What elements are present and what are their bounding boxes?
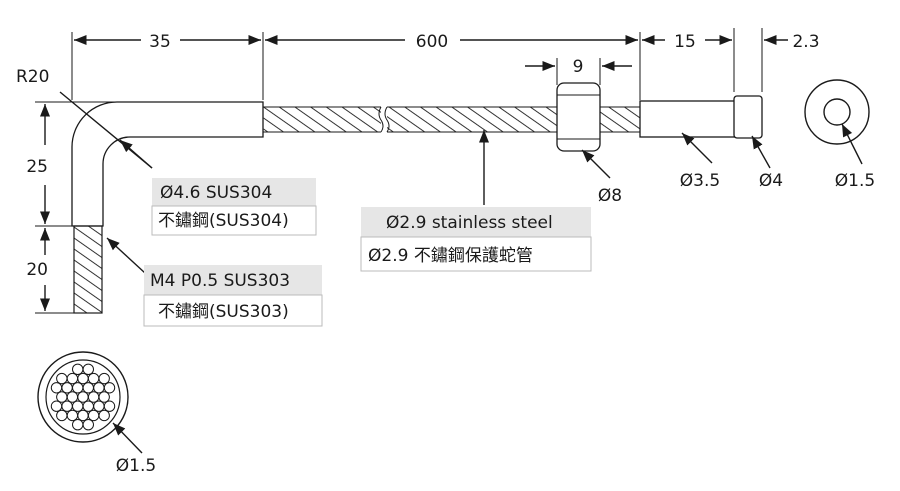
- dia-end-view: Ø1.5: [835, 171, 875, 191]
- fiber-strand: [87, 372, 100, 385]
- fiber-strand: [72, 400, 84, 412]
- fiber-strand: [93, 382, 105, 394]
- dim-15: 15: [674, 32, 696, 52]
- fiber-strand: [87, 391, 100, 403]
- fiber-strand: [77, 409, 89, 422]
- callout-hose-spec: Ø2.9 stainless steel: [386, 213, 553, 233]
- thread-section: [73, 225, 103, 314]
- dia-tip: Ø4: [759, 171, 783, 191]
- fiber-strand: [56, 372, 68, 385]
- fiber-strand: [50, 382, 63, 394]
- dia-nut: Ø8: [598, 186, 622, 206]
- dim-20: 20: [26, 260, 48, 280]
- dim-25: 25: [26, 157, 48, 177]
- fiber-strand: [82, 382, 95, 394]
- tip: [733, 95, 763, 139]
- nut: [556, 82, 601, 152]
- fiber-strand: [98, 391, 110, 403]
- dim-35: 35: [149, 32, 171, 52]
- fiber-strand: [66, 409, 79, 422]
- callout-bend-tube-spec: Ø4.6 SUS304: [160, 183, 272, 203]
- fiber-strand: [103, 400, 116, 412]
- fiber-strand: [72, 418, 84, 431]
- dim-radius: R20: [16, 67, 49, 87]
- dia-sleeve: Ø3.5: [680, 171, 720, 191]
- fiber-bundle-section: [37, 351, 129, 443]
- fiber-strand: [66, 391, 79, 403]
- fiber-strand: [87, 409, 100, 422]
- dia-fiber-bundle: Ø1.5: [116, 456, 156, 476]
- fiber-strand: [82, 418, 95, 431]
- fiber-strand: [56, 409, 68, 422]
- callout-bend-tube: Ø4.6 SUS304 不鏽鋼(SUS304): [151, 178, 317, 236]
- leader-lines: [59, 91, 863, 454]
- flexible-hose: [263, 106, 640, 133]
- end-view: [804, 79, 870, 145]
- fiber-strand: [72, 363, 84, 376]
- fiber-strand: [103, 382, 116, 394]
- fiber-strand: [72, 382, 84, 394]
- callout-thread: M4 P0.5 SUS303 不鏽鋼(SUS303): [143, 265, 323, 327]
- bent-tube: [71, 101, 264, 227]
- callout-bend-tube-material: 不鏽鋼(SUS304): [158, 211, 289, 231]
- fiber-strand: [77, 372, 89, 385]
- fiber-strand: [66, 372, 79, 385]
- callout-hose: Ø2.9 stainless steel Ø2.9 不鏽鋼保護蛇管: [360, 207, 592, 272]
- fiber-strand: [98, 372, 110, 385]
- dim-2-3: 2.3: [792, 32, 819, 52]
- fiber-strand: [98, 409, 110, 422]
- fiber-strand: [50, 400, 63, 412]
- fiber-strand: [61, 400, 73, 412]
- dimension-arrows: [39, 34, 788, 311]
- callout-thread-spec: M4 P0.5 SUS303: [150, 271, 290, 291]
- dim-9: 9: [573, 57, 584, 77]
- fiber-strand: [61, 382, 73, 394]
- fiber-strand: [82, 400, 95, 412]
- sleeve: [639, 100, 736, 138]
- callout-thread-material: 不鏽鋼(SUS303): [158, 302, 289, 322]
- extension-lines: [35, 28, 763, 314]
- fiber-strand: [93, 400, 105, 412]
- fiber-strand: [82, 363, 95, 376]
- fiber-strand: [56, 391, 68, 403]
- callout-hose-material: Ø2.9 不鏽鋼保護蛇管: [368, 246, 533, 266]
- fiber-strand: [77, 391, 89, 403]
- dim-600: 600: [416, 32, 448, 52]
